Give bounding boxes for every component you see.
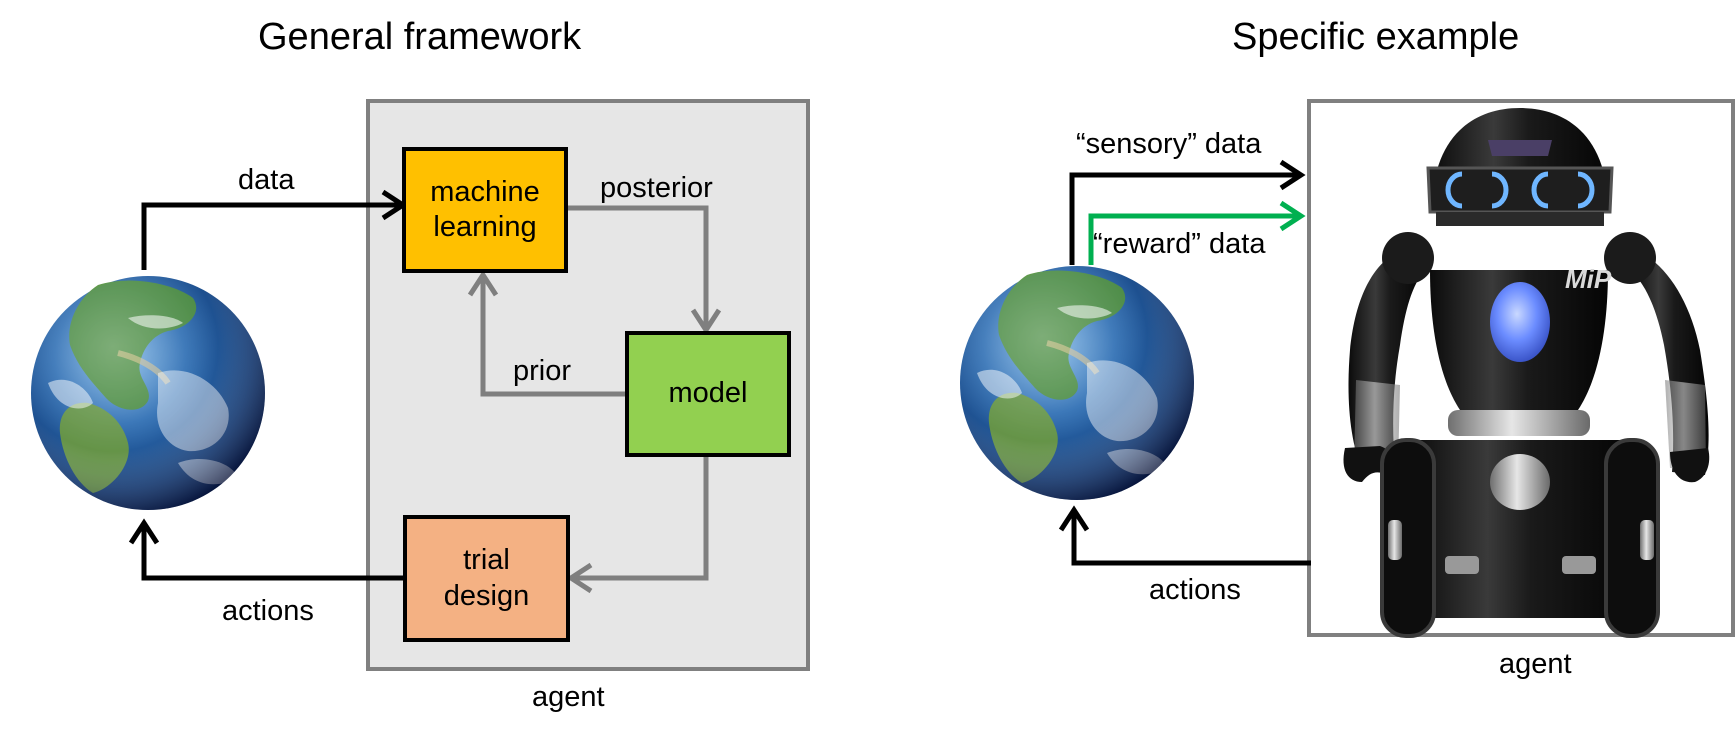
- data-arrow: [141, 202, 402, 270]
- robot-logo: MiP: [1565, 264, 1612, 294]
- reward-data-label: “reward” data: [1093, 228, 1266, 260]
- agent-label-right: agent: [1499, 648, 1572, 680]
- data-label: data: [238, 164, 295, 196]
- model-to-trial-arrow: [572, 456, 709, 581]
- prior-arrow: [480, 277, 626, 397]
- left-panel-title: General framework: [258, 16, 582, 58]
- posterior-label: posterior: [600, 172, 713, 204]
- machine-learning-box: machine learning: [402, 147, 568, 273]
- earth-globe-icon: [960, 266, 1194, 500]
- reward-data-arrow: [1088, 213, 1300, 265]
- model-box: model: [625, 331, 791, 457]
- earth-globe-icon: [31, 276, 265, 510]
- sensory-data-label: “sensory” data: [1076, 128, 1262, 160]
- actions-label-right: actions: [1149, 574, 1241, 606]
- posterior-arrow: [568, 205, 709, 328]
- sensory-data-arrow: [1069, 172, 1300, 265]
- trial-design-box: trial design: [403, 515, 570, 642]
- actions-arrow-left: [141, 525, 404, 581]
- robot-icon: MiP: [1343, 108, 1710, 638]
- agent-label-left: agent: [532, 681, 605, 713]
- right-panel-title: Specific example: [1232, 16, 1520, 58]
- actions-arrow-right: [1071, 512, 1311, 566]
- prior-label: prior: [513, 355, 572, 387]
- actions-label-left: actions: [222, 595, 314, 627]
